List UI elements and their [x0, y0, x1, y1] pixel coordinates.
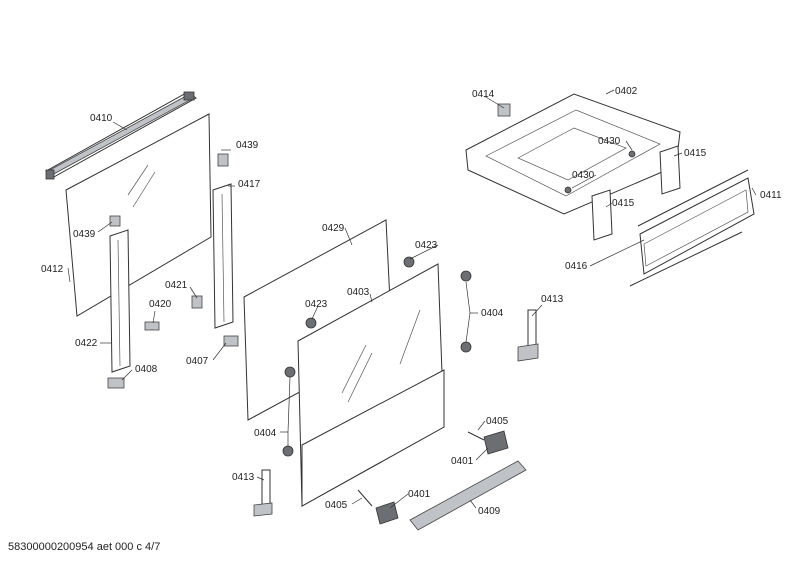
inner-glass-panel [65, 113, 212, 317]
part-labels: 0410 0439 0417 0439 0412 0421 0420 0422 … [41, 86, 782, 517]
leader-lines [67, 89, 757, 509]
handle-cap-right [483, 430, 509, 455]
drawer-front-panel [629, 169, 755, 287]
clip-0414 [497, 103, 511, 117]
runner-rail-lower [591, 189, 613, 241]
label-0410: 0410 [90, 113, 113, 124]
label-0401-left: 0401 [408, 489, 431, 500]
clip-0420 [144, 321, 160, 331]
label-0404-right: 0404 [481, 308, 504, 319]
handle-cap-left [375, 501, 399, 525]
label-0409: 0409 [478, 506, 501, 517]
stop-0404-b [460, 341, 472, 353]
label-0439-top: 0439 [236, 140, 259, 151]
label-0429: 0429 [322, 223, 345, 234]
screw-0405-a [467, 431, 485, 441]
label-0421: 0421 [165, 280, 188, 291]
label-0403: 0403 [347, 287, 370, 298]
label-0417: 0417 [238, 179, 261, 190]
label-0407: 0407 [186, 356, 209, 367]
screw-0405-b [357, 489, 373, 507]
label-0411: 0411 [760, 190, 782, 201]
foot-0430-a [628, 150, 636, 158]
hinge-right [517, 309, 539, 362]
label-0414: 0414 [472, 89, 495, 100]
outer-door-panel [297, 263, 445, 507]
label-0439-left: 0439 [73, 229, 96, 240]
door-handle [409, 460, 527, 531]
label-0405-left: 0405 [325, 500, 348, 511]
bumper-0423-b [403, 256, 415, 268]
top-trim-strip [45, 91, 197, 180]
runner-rail-upper [659, 145, 681, 195]
label-0422: 0422 [75, 338, 98, 349]
label-0413-left: 0413 [232, 472, 255, 483]
document-id: 58300000200954 aet 000 c 4/7 [8, 541, 161, 553]
stop-0404-d [282, 445, 294, 457]
label-0413-right: 0413 [541, 294, 564, 305]
right-door-bracket [212, 153, 239, 347]
label-0423-right: 0423 [415, 240, 438, 251]
label-0415-lower: 0415 [612, 198, 635, 209]
label-0420: 0420 [149, 299, 172, 310]
hinge-left [253, 469, 273, 517]
label-0430-upper: 0430 [598, 136, 621, 147]
stop-0404-c [284, 366, 296, 378]
label-0416: 0416 [565, 261, 588, 272]
clip-0421 [191, 295, 203, 309]
bumper-0423-a [305, 317, 317, 329]
label-0423-left: 0423 [305, 299, 328, 310]
stop-0404-a [460, 270, 472, 282]
label-0404-left: 0404 [254, 428, 277, 439]
label-0412: 0412 [41, 264, 64, 275]
label-0415-upper: 0415 [684, 148, 707, 159]
foot-0430-b [564, 186, 572, 194]
label-0401-right: 0401 [451, 456, 474, 467]
label-0402: 0402 [615, 86, 638, 97]
label-0408: 0408 [135, 364, 158, 375]
label-0405-right: 0405 [486, 416, 509, 427]
left-door-bracket [107, 215, 131, 389]
label-0430-lower: 0430 [572, 170, 595, 181]
